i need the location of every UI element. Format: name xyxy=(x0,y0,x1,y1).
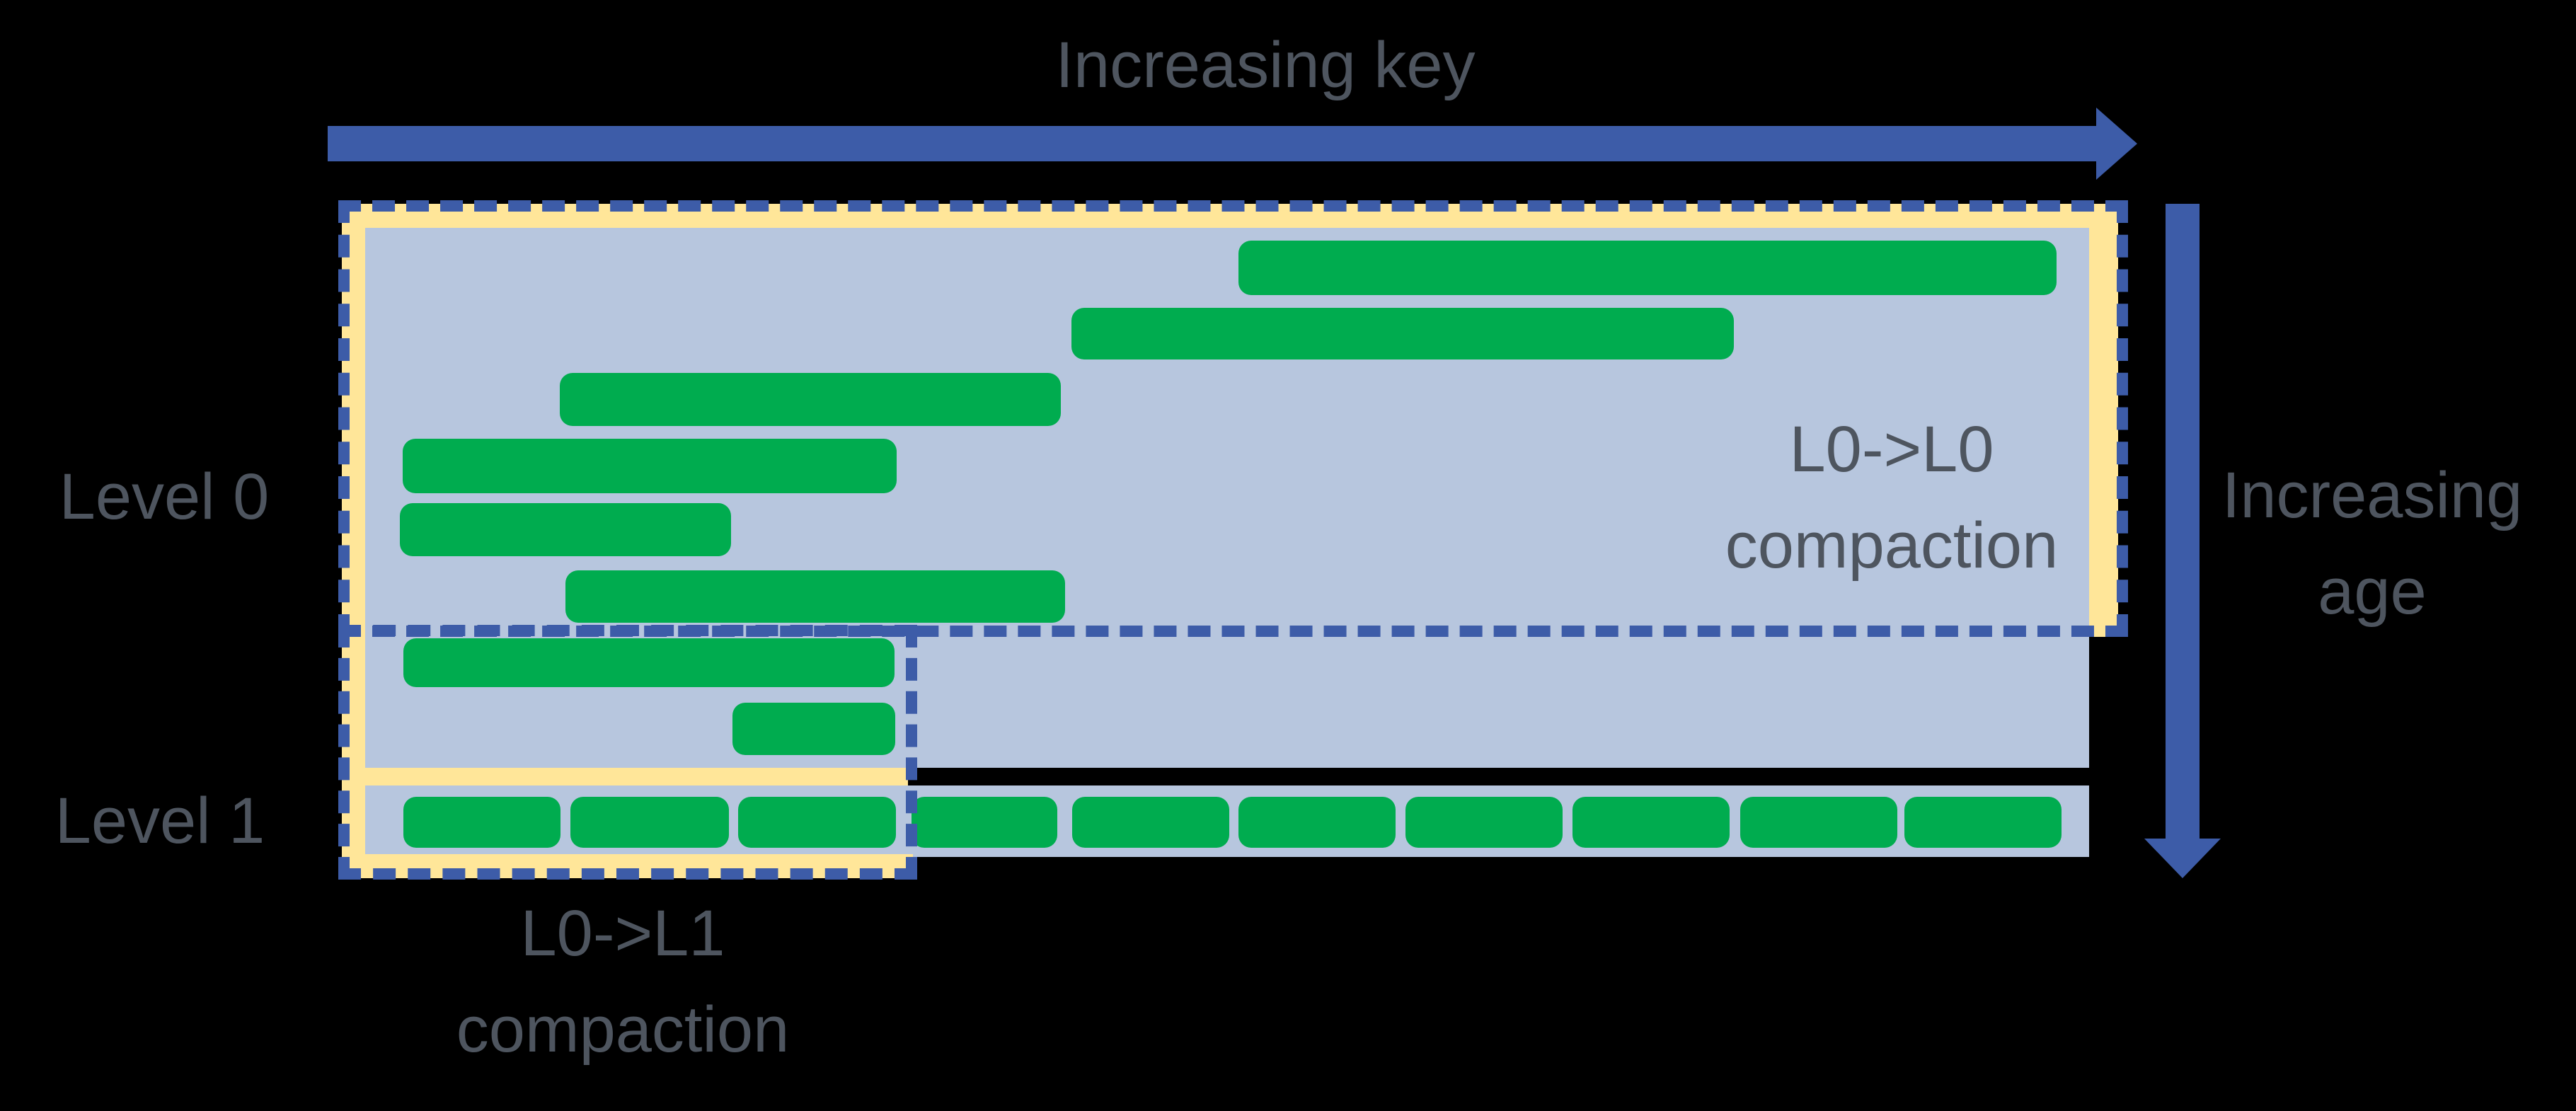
level1-sstable-10 xyxy=(1904,797,2062,848)
level0-sstable-1 xyxy=(1238,241,2057,295)
level0-sstable-2 xyxy=(1071,308,1734,359)
increasing-key-arrowhead-icon xyxy=(2096,108,2137,180)
level0-sstable-5 xyxy=(400,503,731,556)
level0-sstable-4 xyxy=(403,439,897,493)
level1-sstable-5 xyxy=(1072,797,1229,848)
level1-sstable-8 xyxy=(1572,797,1730,848)
level0-sstable-7 xyxy=(403,638,895,687)
increasing-age-label: Increasing age xyxy=(2221,459,2523,628)
level0-sstable-6 xyxy=(565,570,1065,623)
level0-sstable-3 xyxy=(560,373,1061,426)
increasing-age-arrowhead-icon xyxy=(2144,839,2221,878)
level1-sstable-2 xyxy=(570,797,729,848)
level1-sstable-1 xyxy=(403,797,560,848)
level1-sstable-4 xyxy=(912,797,1057,848)
increasing-key-arrow xyxy=(328,126,2096,161)
level0-label: Level 0 xyxy=(59,461,270,533)
increasing-key-label: Increasing key xyxy=(1055,29,1476,101)
l0-l0-highlight-frame-right xyxy=(2089,204,2118,637)
l0-l1-highlight-frame-middle xyxy=(350,768,908,785)
level1-label: Level 1 xyxy=(54,785,265,857)
level1-sstable-6 xyxy=(1238,797,1396,848)
level0-sstable-8 xyxy=(732,703,895,755)
l0-l0-compaction-label: L0->L0 compaction xyxy=(1725,413,2059,582)
level1-sstable-9 xyxy=(1740,797,1897,848)
l0-l1-compaction-label: L0->L1 compaction xyxy=(456,897,790,1066)
l0-l1-compaction-dashed-box xyxy=(338,625,917,880)
level1-sstable-3 xyxy=(738,797,896,848)
level1-sstable-7 xyxy=(1405,797,1563,848)
increasing-age-arrow xyxy=(2166,204,2200,839)
